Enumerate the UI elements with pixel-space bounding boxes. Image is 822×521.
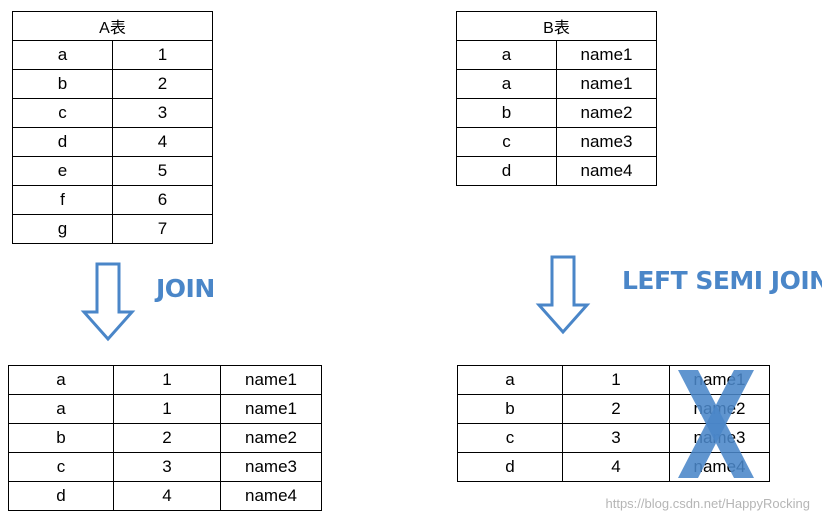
table-cell: 6 — [112, 185, 213, 215]
table-cell: name1 — [220, 394, 322, 424]
table-cell: 1 — [112, 40, 213, 70]
table-cell: d — [457, 452, 563, 482]
table-cell: e — [12, 156, 113, 186]
table-a-header: A表 — [12, 11, 213, 41]
table-cell: name2 — [220, 423, 322, 453]
table-cell: c — [12, 98, 113, 128]
table-cell: a — [456, 69, 557, 99]
table-cell: name1 — [556, 69, 657, 99]
table-a-title: A表 — [12, 11, 213, 41]
table-cell: a — [8, 394, 114, 424]
table-cell: 3 — [112, 98, 213, 128]
table-cell: name3 — [220, 452, 322, 482]
table-cell: a — [12, 40, 113, 70]
table-cell: name3 — [556, 127, 657, 157]
table-cell: b — [12, 69, 113, 99]
table-cell: 1 — [113, 365, 221, 395]
watermark: https://blog.csdn.net/HappyRocking — [605, 496, 810, 511]
semi-join-label: LEFT SEMI JOIN — [622, 266, 822, 295]
table-cell: c — [8, 452, 114, 482]
table-cell: 2 — [113, 423, 221, 453]
table-cell: b — [457, 394, 563, 424]
table-cell: d — [8, 481, 114, 511]
table-cell: d — [456, 156, 557, 186]
table-cell: 4 — [112, 127, 213, 157]
table-cell: 1 — [113, 394, 221, 424]
table-cell: b — [8, 423, 114, 453]
table-cell: 2 — [562, 394, 670, 424]
table-b-header: B表 — [456, 11, 657, 41]
table-cell: c — [457, 423, 563, 453]
table-cell: g — [12, 214, 113, 244]
table-cell: name4 — [556, 156, 657, 186]
table-cell: 4 — [562, 452, 670, 482]
table-b-title: B表 — [456, 11, 657, 41]
table-cell: 4 — [113, 481, 221, 511]
table-cell: 3 — [562, 423, 670, 453]
join-down-arrow-icon — [80, 262, 136, 342]
table-cell: 3 — [113, 452, 221, 482]
table-cell: 1 — [562, 365, 670, 395]
table-cell: name2 — [556, 98, 657, 128]
table-cell: name1 — [556, 40, 657, 70]
table-cell: a — [8, 365, 114, 395]
table-cell: a — [457, 365, 563, 395]
table-cell: d — [12, 127, 113, 157]
table-cell: 2 — [112, 69, 213, 99]
table-cell: 7 — [112, 214, 213, 244]
table-cell: b — [456, 98, 557, 128]
table-cell: name4 — [220, 481, 322, 511]
table-cell: 5 — [112, 156, 213, 186]
table-cell: a — [456, 40, 557, 70]
join-label: JOIN — [156, 274, 215, 303]
table-cell: f — [12, 185, 113, 215]
cross-out-x-icon — [678, 370, 754, 478]
table-cell: name1 — [220, 365, 322, 395]
semi-join-down-arrow-icon — [535, 255, 591, 335]
table-cell: c — [456, 127, 557, 157]
